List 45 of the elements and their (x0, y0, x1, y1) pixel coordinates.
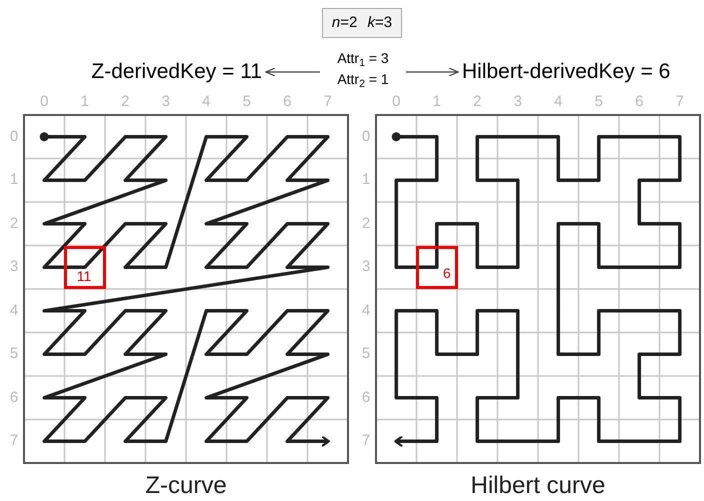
axis-number: 7 (8, 433, 20, 448)
axis-number: 6 (634, 94, 644, 109)
key-number: 6 (442, 266, 451, 280)
axis-number: 0 (39, 94, 50, 109)
axis-number: 7 (674, 94, 685, 109)
axis-number: 2 (120, 94, 130, 109)
axis-number: 5 (8, 346, 20, 362)
highlight-square (416, 246, 458, 289)
axis-number: 3 (360, 259, 372, 274)
attribute-text: Attr$_{1}$ = 3 (337, 49, 389, 69)
axis-number: 5 (242, 94, 252, 109)
axis-number: 3 (512, 94, 523, 109)
caption: Hilbert curve (470, 474, 606, 498)
axis-number: 4 (8, 302, 20, 318)
axis-number: 2 (8, 216, 20, 231)
axis-number: 4 (553, 94, 564, 109)
axis-number: 5 (594, 94, 604, 109)
axis-number: 0 (391, 94, 402, 109)
highlight-square (64, 246, 106, 289)
axis-number: 0 (360, 128, 372, 144)
axis-number: 1 (80, 94, 90, 109)
axis-number: 1 (8, 172, 20, 188)
axis-number: 2 (472, 94, 482, 109)
arrow (265, 67, 320, 77)
caption: Z-curve (144, 474, 228, 498)
axis-number: 1 (360, 172, 372, 188)
axis-number: 4 (201, 94, 212, 109)
parameter-box: n=2 k=3 (322, 8, 402, 38)
axis-number: 5 (360, 346, 372, 362)
axis-number: 2 (360, 216, 372, 231)
axis-number: 6 (282, 94, 292, 109)
key-number: 11 (76, 268, 92, 283)
axis-number: 6 (8, 390, 20, 405)
axis-number: 6 (360, 390, 372, 405)
axis-number: 3 (160, 94, 171, 109)
arrow (406, 67, 459, 77)
hilbert-key-text: Hilbert-derivedKey = 6 (462, 57, 700, 87)
axis-number: 3 (8, 259, 20, 274)
axis-number: 7 (360, 433, 372, 448)
axis-number: 0 (8, 128, 20, 144)
axis-number: 7 (322, 94, 333, 109)
attribute-text: Attr$_{2}$ = 1 (337, 70, 389, 90)
z-key-text: Z-derivedKey = 11 (70, 57, 262, 87)
axis-number: 4 (360, 302, 372, 318)
axis-number: 1 (432, 94, 442, 109)
